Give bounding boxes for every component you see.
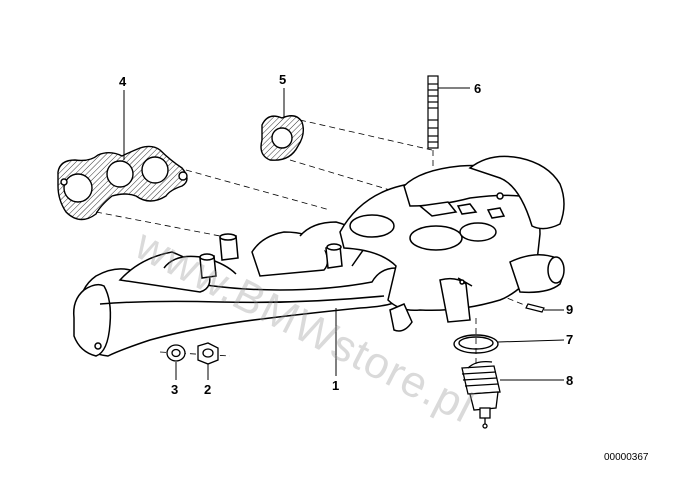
temperature-sensor (461, 360, 501, 429)
pin (525, 303, 545, 313)
washer (166, 344, 186, 362)
callout-2: 2 (204, 382, 212, 397)
gasket-large (57, 145, 188, 221)
callout-8: 8 (566, 373, 574, 388)
callout-9: 9 (566, 302, 574, 317)
callout-5: 5 (279, 72, 287, 87)
callout-1: 1 (332, 378, 340, 393)
callout-4: 4 (119, 74, 127, 89)
nut (197, 342, 219, 365)
callout-7: 7 (566, 332, 574, 347)
intake-manifold (72, 155, 565, 357)
callout-6: 6 (474, 81, 482, 96)
leader-lines (123, 87, 565, 381)
stud (427, 75, 439, 149)
diagram-id-number: 00000367 (604, 452, 649, 463)
callout-3: 3 (171, 382, 179, 397)
gasket-small (260, 115, 305, 161)
sealing-ring (453, 334, 499, 354)
